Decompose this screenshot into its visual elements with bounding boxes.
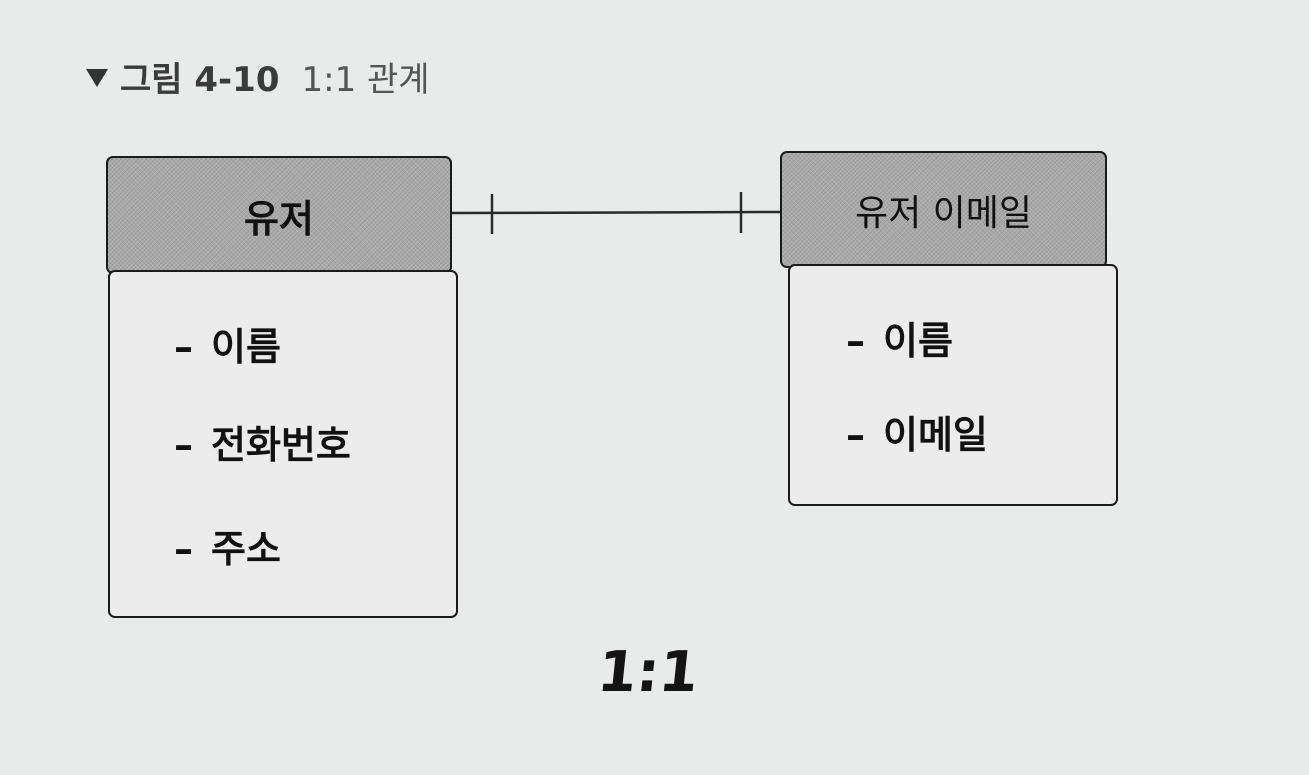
attribute-item: –이름 (846, 319, 953, 363)
cardinality-label: 1:1 (594, 640, 702, 705)
entity-user-email-name: 유저 이메일 (854, 192, 1033, 234)
entity-user-header: 유저 (106, 156, 452, 274)
attribute-item: –이메일 (846, 413, 988, 457)
relationship-line (451, 210, 781, 215)
attribute-name: 이름 (211, 325, 281, 369)
entity-user-name: 유저 (244, 196, 314, 241)
entity-user-email-header: 유저 이메일 (780, 151, 1107, 268)
figure-title: 1:1 관계 (301, 59, 430, 100)
attribute-phone: 전화번호 (211, 423, 351, 467)
attribute-email: 이메일 (883, 413, 988, 457)
figure-caption: 그림 4-10 1:1 관계 (86, 52, 430, 100)
attribute-name: 이름 (883, 319, 953, 363)
attribute-address: 주소 (211, 527, 281, 571)
figure-label: 그림 4-10 (120, 59, 280, 100)
attribute-item: –주소 (174, 527, 281, 571)
entity-user-body: –이름 –전화번호 –주소 (108, 270, 458, 618)
attribute-item: –전화번호 (174, 423, 351, 467)
triangle-down-icon (86, 69, 108, 87)
attribute-item: –이름 (174, 325, 281, 369)
entity-user-email-body: –이름 –이메일 (788, 264, 1118, 506)
